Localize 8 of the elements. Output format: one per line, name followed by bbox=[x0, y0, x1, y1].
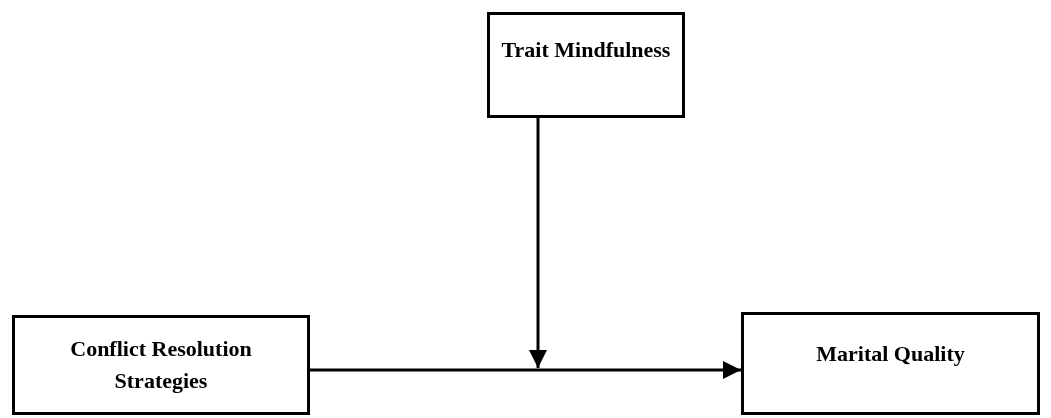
variable-label: Conflict Resolution Strategies bbox=[69, 335, 253, 395]
variable-box bbox=[741, 312, 1040, 415]
arrow bbox=[529, 118, 547, 368]
variable-box bbox=[487, 12, 685, 118]
variable-label: Trait Mindfulness bbox=[501, 36, 671, 65]
variable-label: Marital Quality bbox=[816, 339, 965, 368]
arrow bbox=[310, 361, 741, 379]
variable-box bbox=[12, 315, 310, 415]
